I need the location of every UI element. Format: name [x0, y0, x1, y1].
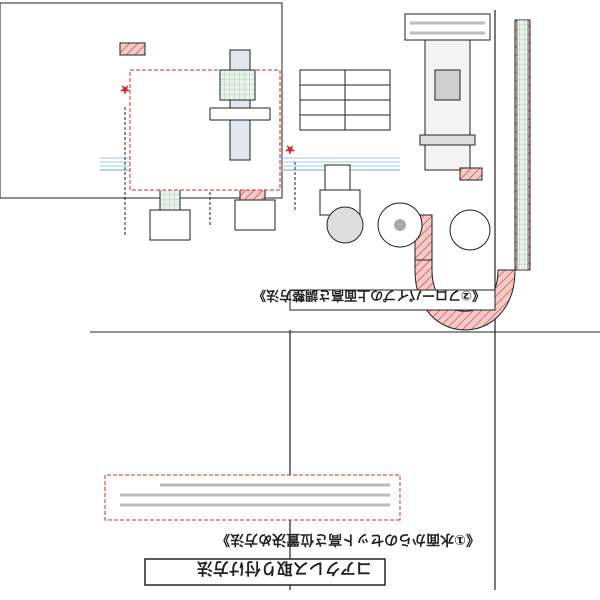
section-heading-flow-pipe: 《②フローパイプの上面高さ調整方法》: [253, 287, 485, 302]
hatched-blocks: [119, 42, 483, 181]
s-trap-pipe: [414, 19, 531, 331]
flow-pipe-notes-strip: [289, 289, 496, 311]
title-banner: コアクレス取り付け方法: [196, 559, 372, 578]
adapter-detail-right: [129, 49, 281, 191]
notes-box-top: [104, 474, 401, 521]
frame-box-bottom: [0, 2, 283, 199]
svg-text:★: ★: [119, 81, 132, 97]
fitting-config-3: ★: [284, 141, 361, 216]
flow-pipe-cross-section: [326, 202, 491, 251]
svg-text:★: ★: [284, 141, 297, 157]
adapter-detail-left: [404, 13, 491, 171]
title-banner-box: [144, 558, 386, 586]
section-heading-water-level: 《①水面からのセット高さ位置決め方法》: [216, 531, 480, 547]
table-detail: [299, 69, 391, 131]
